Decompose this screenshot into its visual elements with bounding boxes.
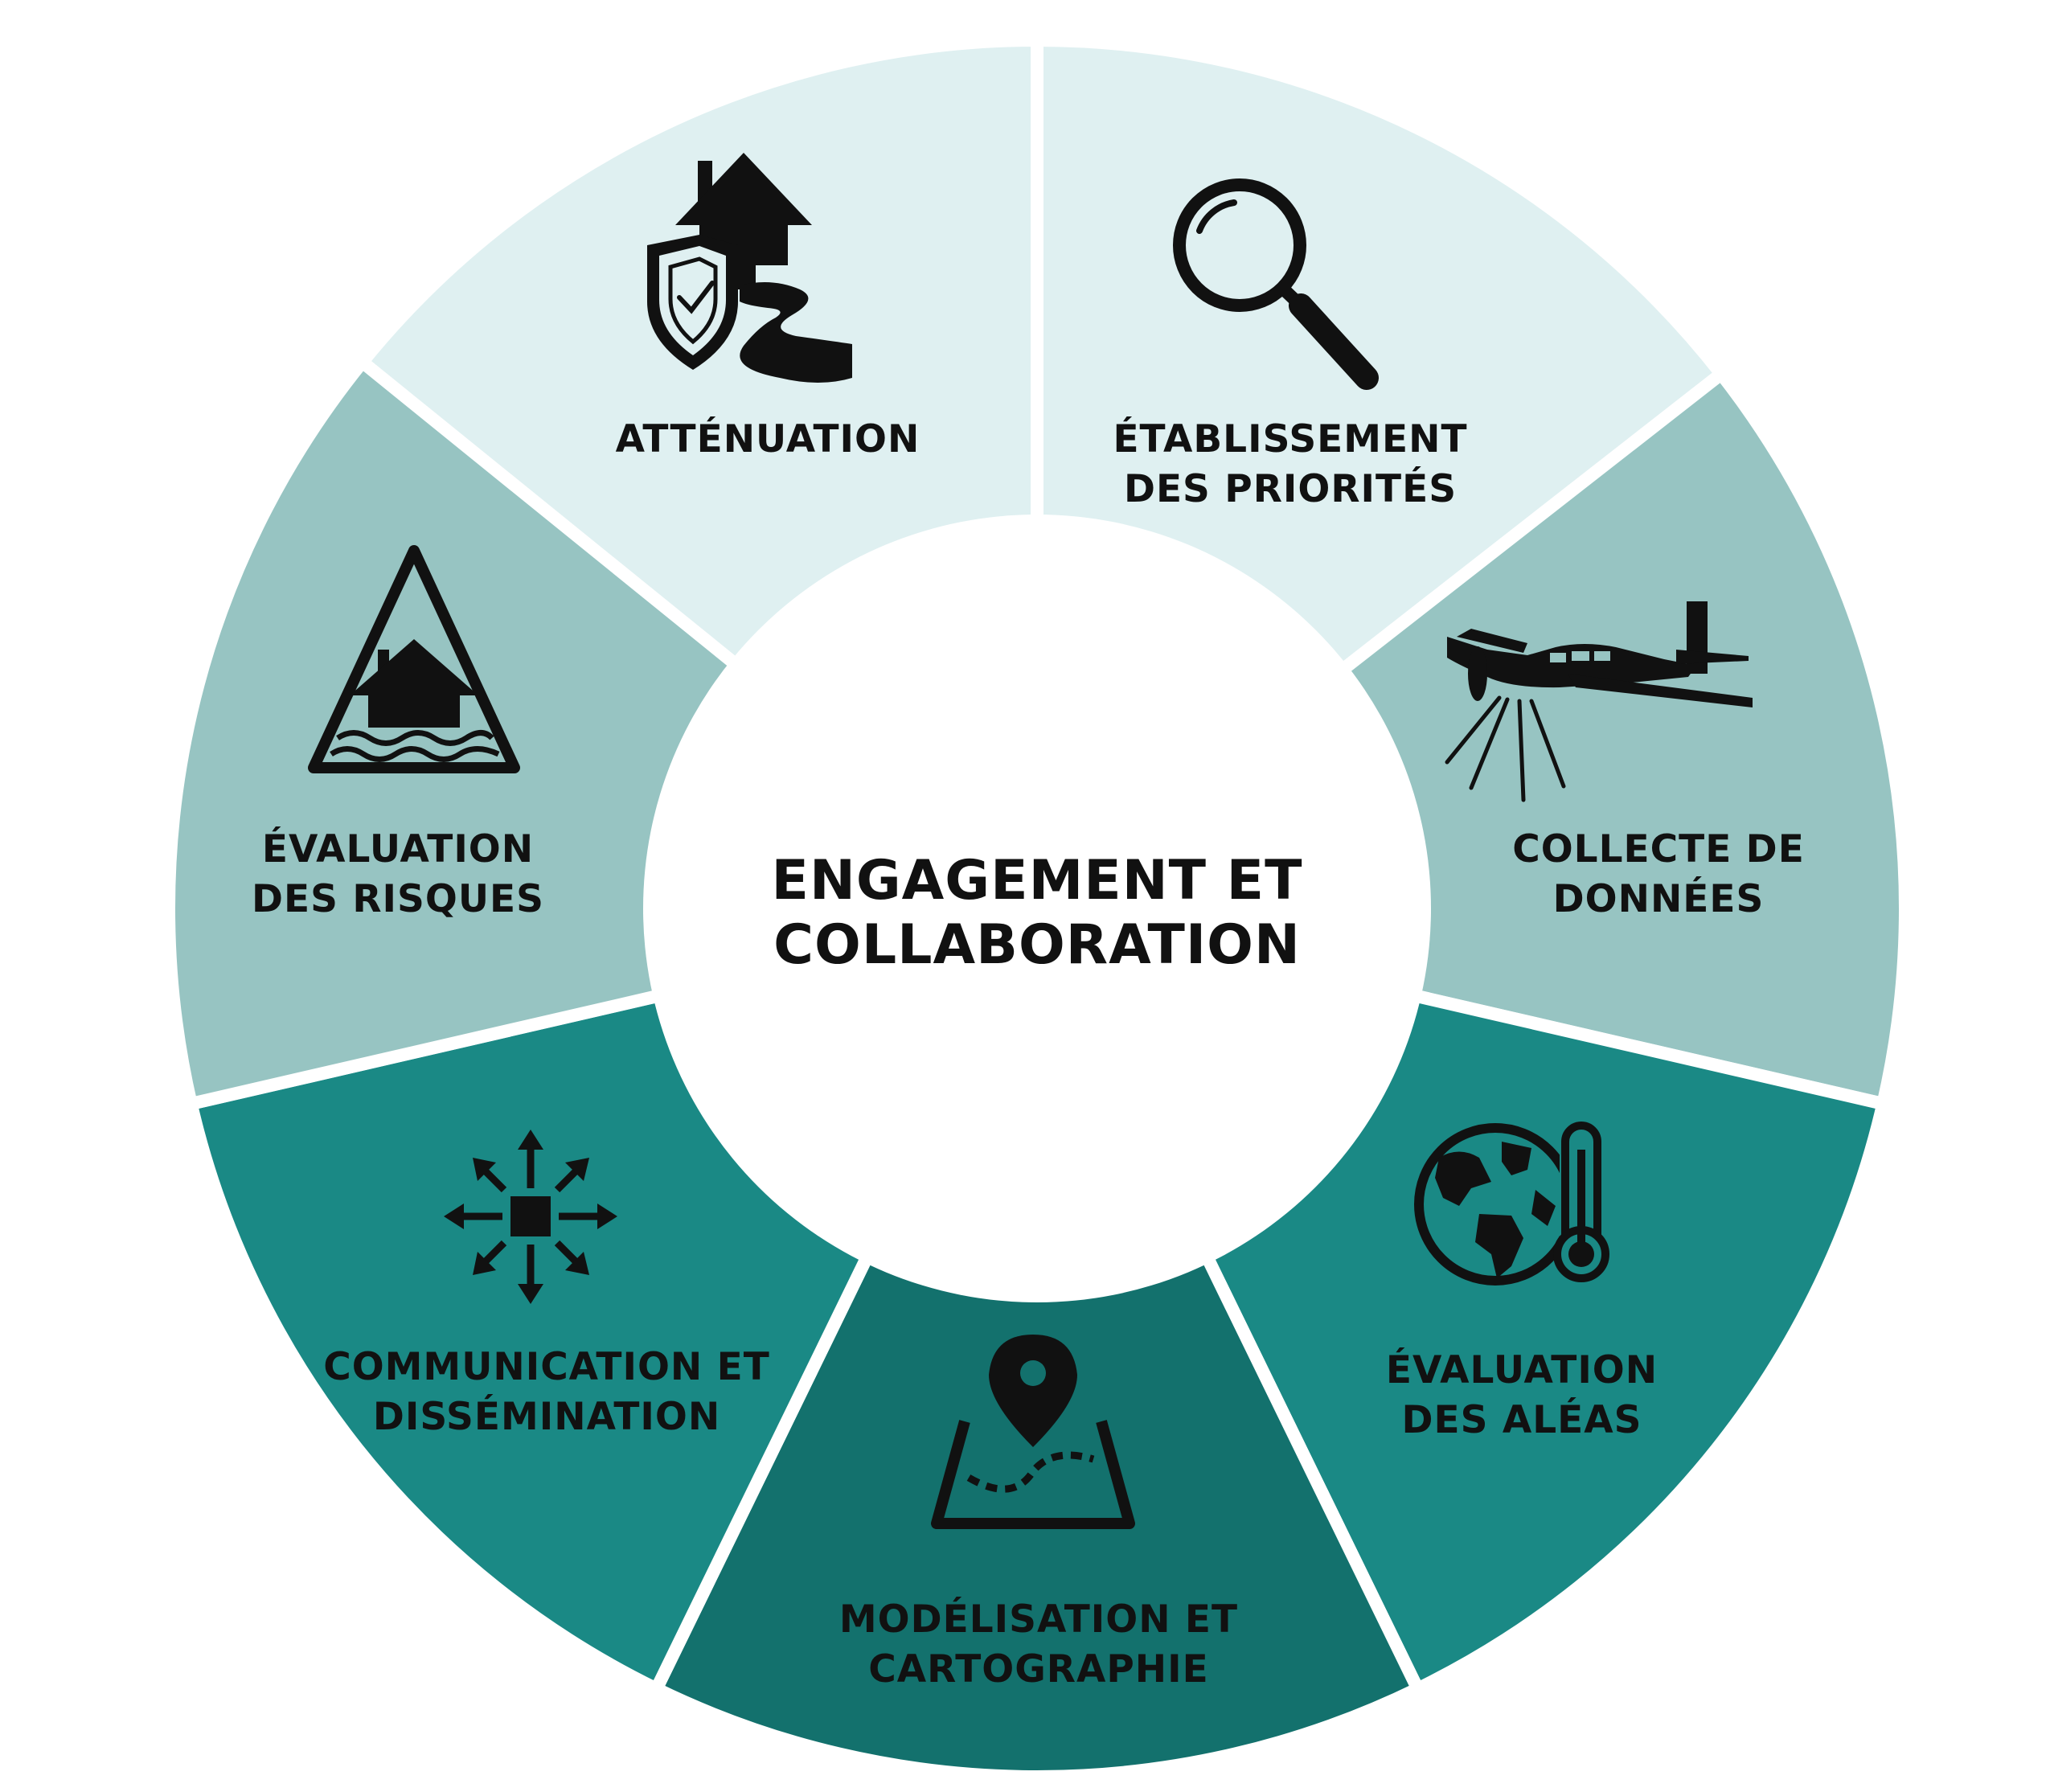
label-line: ATTÉNUATION — [616, 417, 920, 461]
house-shield-road-icon — [647, 153, 852, 383]
label-line: COLLECTE DE — [1512, 827, 1805, 871]
label-line: DES PRIORITÉS — [1124, 467, 1457, 511]
segment-label-risques: ÉVALUATION DES RISQUES — [252, 827, 544, 921]
label-line: COMMUNICATION ET — [323, 1345, 770, 1389]
center-label: COLLABORATION — [773, 913, 1301, 977]
segment-label-priorites: ÉTABLISSEMENT DES PRIORITÉS — [1113, 417, 1467, 511]
globe-thermometer-icon — [1414, 1122, 1609, 1286]
label-line: ÉVALUATION — [1386, 1348, 1658, 1392]
center-disc — [643, 515, 1431, 1302]
segment-label-modelisation: MODÉLISATION ET CARTOGRAPHIE — [839, 1597, 1238, 1692]
center-label-line-1: ENGAGEMENT ET — [772, 849, 1303, 912]
magnifying-glass-icon — [1173, 178, 1379, 390]
label-line: CARTOGRAPHIE — [868, 1647, 1208, 1692]
flood-warning-icon — [308, 545, 520, 773]
label-line: DES ALÉAS — [1402, 1398, 1642, 1442]
label-line: ÉVALUATION — [262, 827, 534, 871]
survey-airplane-icon — [1445, 601, 1753, 802]
label-line: ÉTABLISSEMENT — [1113, 417, 1467, 461]
center-label: ENGAGEMENT ET — [772, 849, 1303, 912]
segment-label-collecte: COLLECTE DE DONNÉES — [1512, 827, 1805, 921]
segment-label-aleas: ÉVALUATION DES ALÉAS — [1386, 1348, 1658, 1442]
label-line: DONNÉES — [1553, 877, 1765, 921]
label-line: MODÉLISATION ET — [839, 1597, 1238, 1642]
label-line: DES RISQUES — [252, 877, 544, 921]
segment-label-attenuation: ATTÉNUATION — [616, 417, 920, 461]
dissemination-arrows-icon — [444, 1130, 617, 1304]
map-pin-icon — [931, 1335, 1135, 1529]
segment-label-communication: COMMUNICATION ET DISSÉMINATION — [323, 1345, 770, 1439]
center-label-line-2: COLLABORATION — [773, 913, 1301, 977]
label-line: DISSÉMINATION — [373, 1395, 720, 1439]
